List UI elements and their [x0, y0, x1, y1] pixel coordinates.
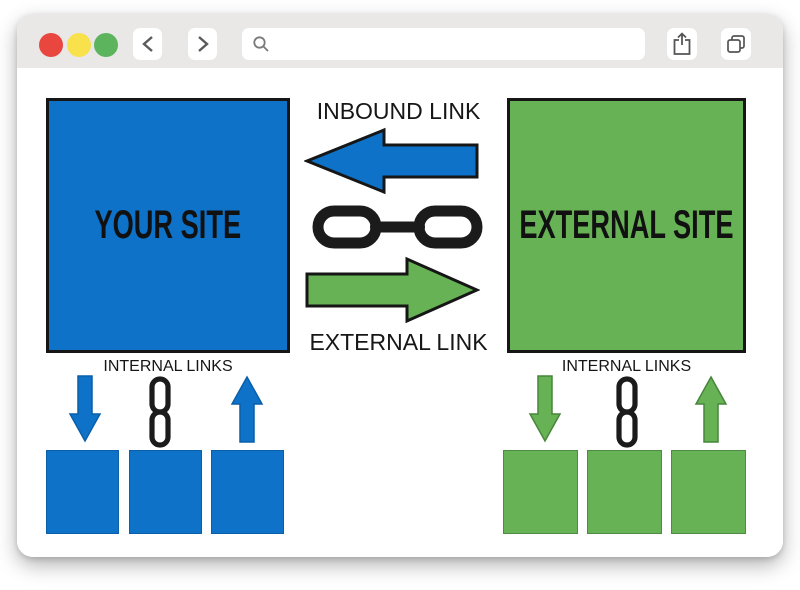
internal-links-left-label: INTERNAL LINKS	[103, 358, 233, 375]
internal-down-arrow-icon	[68, 375, 102, 443]
vertical-chain-icon	[616, 376, 638, 448]
internal-up-arrow-icon	[230, 375, 264, 443]
vertical-chain-icon	[149, 376, 171, 448]
internal-down-arrow-icon	[528, 375, 562, 443]
tabs-icon	[727, 35, 745, 53]
back-button[interactable]	[133, 28, 162, 60]
internal-page-square	[128, 450, 202, 534]
share-button[interactable]	[667, 28, 697, 60]
inbound-link-arrow-icon	[304, 127, 479, 195]
minimize-light[interactable]	[67, 33, 91, 57]
chain-link-icon	[312, 205, 483, 249]
chevron-right-icon	[197, 36, 209, 52]
external-site-box: EXTERNAL SITE	[507, 98, 746, 353]
tabs-button[interactable]	[721, 28, 751, 60]
internal-links-right-label: INTERNAL LINKS	[561, 358, 692, 375]
internal-page-square	[503, 450, 578, 534]
your-site-box: YOUR SITE	[46, 98, 290, 353]
expand-light[interactable]	[94, 33, 118, 57]
search-input[interactable]	[242, 28, 645, 60]
external-site-label: EXTERNAL SITE	[519, 203, 734, 247]
your-site-label: YOUR SITE	[94, 203, 242, 247]
internal-up-arrow-icon	[694, 375, 728, 443]
browser-window: YOUR SITE EXTERNAL SITE INBOUND LINK EXT…	[17, 14, 783, 557]
external-link-arrow-icon	[305, 256, 480, 324]
share-icon	[673, 32, 691, 55]
inbound-link-label: INBOUND LINK	[316, 98, 481, 124]
external-link-label: EXTERNAL LINK	[309, 329, 488, 355]
search-icon	[253, 36, 269, 52]
close-light[interactable]	[39, 33, 63, 57]
forward-button[interactable]	[188, 28, 217, 60]
internal-page-square	[211, 450, 284, 534]
diagram-area: YOUR SITE EXTERNAL SITE INBOUND LINK EXT…	[17, 68, 783, 557]
browser-toolbar	[17, 14, 783, 68]
internal-page-square	[587, 450, 662, 534]
right-internal-pages	[503, 450, 746, 534]
left-internal-pages	[46, 450, 284, 534]
internal-page-square	[46, 450, 119, 534]
internal-page-square	[671, 450, 746, 534]
chevron-left-icon	[141, 36, 153, 52]
